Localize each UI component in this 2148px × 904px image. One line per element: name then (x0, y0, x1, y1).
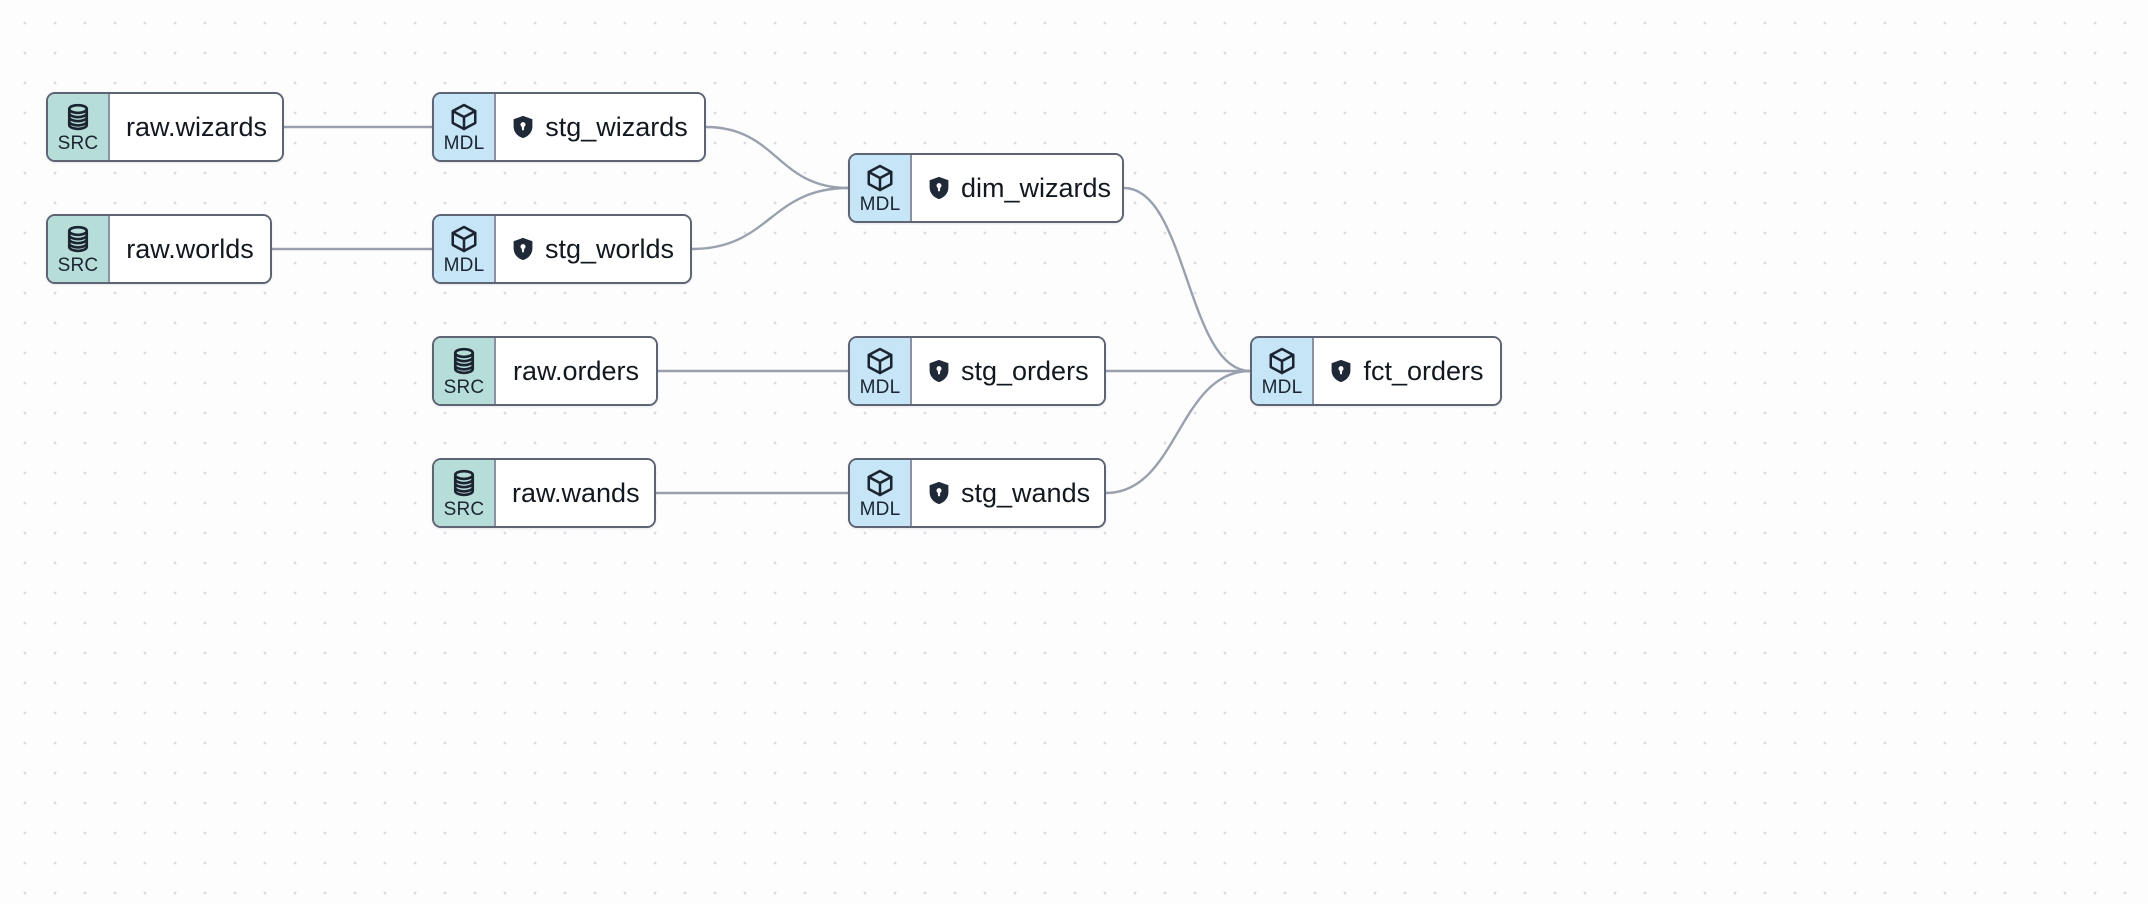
node-body: stg_wands (912, 460, 1104, 526)
shield-lock-icon (1330, 359, 1352, 383)
database-icon (449, 468, 479, 498)
node-label: raw.orders (512, 355, 640, 386)
node-label: fct_orders (1363, 355, 1484, 386)
node-raw_wands[interactable]: SRC raw.wands (432, 458, 656, 528)
node-body: stg_wizards (496, 94, 704, 160)
node-fct_orders[interactable]: MDL fct_orders (1250, 336, 1502, 406)
node-type-badge-mdl: MDL (850, 338, 912, 404)
node-type-badge-src: SRC (434, 460, 496, 526)
node-body: stg_worlds (496, 216, 690, 282)
database-icon (449, 346, 479, 376)
node-type-badge-mdl: MDL (850, 155, 912, 221)
cube-icon (865, 346, 895, 376)
cube-icon (865, 163, 895, 193)
node-body: raw.worlds (110, 216, 270, 282)
shield-lock-icon (928, 481, 950, 505)
node-label: stg_wands (961, 477, 1091, 508)
node-label: raw.worlds (126, 233, 254, 264)
node-label: stg_wizards (545, 111, 688, 142)
cube-icon (865, 468, 895, 498)
node-body: dim_wizards (912, 155, 1122, 221)
node-type-badge-mdl: MDL (434, 216, 496, 282)
node-dim_wizards[interactable]: MDL dim_wizards (848, 153, 1124, 223)
edge-stg_wizards-to-dim_wizards[interactable] (704, 125, 850, 190)
node-body: raw.wands (496, 460, 654, 526)
cube-icon (449, 102, 479, 132)
shield-lock-icon (512, 237, 534, 261)
node-label: stg_worlds (545, 233, 675, 264)
node-type-badge-mdl: MDL (434, 94, 496, 160)
cube-icon (1267, 346, 1297, 376)
node-stg_worlds[interactable]: MDL stg_worlds (432, 214, 692, 284)
node-stg_wizards[interactable]: MDL stg_wizards (432, 92, 706, 162)
badge-label: SRC (443, 498, 485, 520)
node-body: fct_orders (1314, 338, 1500, 404)
node-body: stg_orders (912, 338, 1104, 404)
badge-label: MDL (859, 193, 901, 215)
node-raw_wizards[interactable]: SRC raw.wizards (46, 92, 284, 162)
badge-label: MDL (443, 132, 485, 154)
node-label: stg_orders (961, 355, 1089, 386)
shield-lock-icon (928, 176, 950, 200)
node-type-badge-mdl: MDL (850, 460, 912, 526)
cube-icon (449, 224, 479, 254)
node-label: raw.wands (512, 477, 640, 508)
node-type-badge-src: SRC (48, 94, 110, 160)
node-body: raw.wizards (110, 94, 282, 160)
node-raw_orders[interactable]: SRC raw.orders (432, 336, 658, 406)
badge-label: MDL (859, 376, 901, 398)
node-stg_wands[interactable]: MDL stg_wands (848, 458, 1106, 528)
badge-label: MDL (443, 254, 485, 276)
node-type-badge-src: SRC (434, 338, 496, 404)
badge-label: SRC (443, 376, 485, 398)
edge-stg_wands-to-fct_orders[interactable] (1104, 369, 1252, 495)
badge-label: SRC (57, 132, 99, 154)
node-raw_worlds[interactable]: SRC raw.worlds (46, 214, 272, 284)
node-type-badge-mdl: MDL (1252, 338, 1314, 404)
shield-lock-icon (928, 359, 950, 383)
node-body: raw.orders (496, 338, 656, 404)
node-label: raw.wizards (126, 111, 268, 142)
edge-dim_wizards-to-fct_orders[interactable] (1122, 186, 1252, 373)
database-icon (63, 102, 93, 132)
badge-label: MDL (1261, 376, 1303, 398)
badge-label: MDL (859, 498, 901, 520)
database-icon (63, 224, 93, 254)
shield-lock-icon (512, 115, 534, 139)
node-label: dim_wizards (961, 172, 1112, 203)
edge-stg_worlds-to-dim_wizards[interactable] (690, 186, 850, 251)
node-stg_orders[interactable]: MDL stg_orders (848, 336, 1106, 406)
badge-label: SRC (57, 254, 99, 276)
node-type-badge-src: SRC (48, 216, 110, 282)
